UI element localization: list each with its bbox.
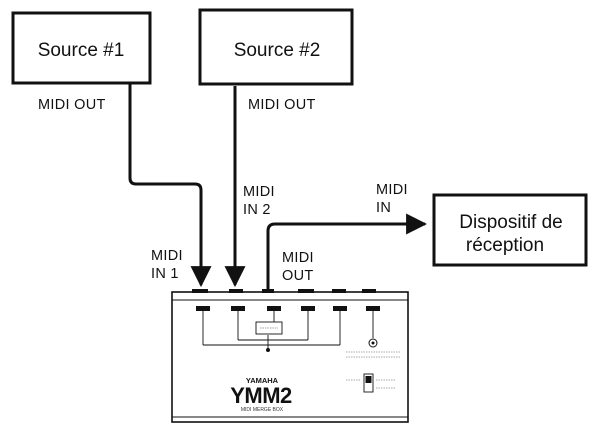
ymm2-merge-box: YAMAHA YMM2 MIDI MERGE BOX xyxy=(171,289,409,423)
device-brand: YAMAHA xyxy=(246,376,279,385)
midi-out-label-line2: OUT xyxy=(282,268,314,284)
source-2-midi-out-label: MIDI OUT xyxy=(248,97,316,113)
device-wiring xyxy=(202,311,374,350)
receiver-midi-in-label-line1: MIDI xyxy=(376,182,408,198)
midi-in1-label-line2: IN 1 xyxy=(151,266,179,282)
source-2-label: Source #2 xyxy=(234,40,321,61)
source-2-box: Source #2 xyxy=(198,8,354,86)
device-caption: MIDI MERGE BOX xyxy=(241,407,284,413)
device-jacks xyxy=(196,306,380,311)
receiver-label-line2: réception xyxy=(466,235,544,256)
cable-source1-to-in1 xyxy=(128,84,212,288)
receiver-midi-in-label-line2: IN xyxy=(376,200,391,216)
midi-in1-label-line1: MIDI xyxy=(151,248,183,264)
source-1-label: Source #1 xyxy=(38,40,125,61)
midi-in2-label-line2: IN 2 xyxy=(243,202,271,218)
source-1-midi-out-label: MIDI OUT xyxy=(38,97,106,113)
receiver-box: Dispositif de réception xyxy=(432,193,588,267)
device-model: YMM2 xyxy=(230,383,292,408)
receiver-label-line1: Dispositif de xyxy=(459,212,563,233)
source-1-box: Source #1 xyxy=(11,11,152,85)
midi-in2-label-line1: MIDI xyxy=(243,184,275,200)
cable-out-to-receiver xyxy=(266,213,428,292)
midi-out-label-line1: MIDI xyxy=(282,250,314,266)
